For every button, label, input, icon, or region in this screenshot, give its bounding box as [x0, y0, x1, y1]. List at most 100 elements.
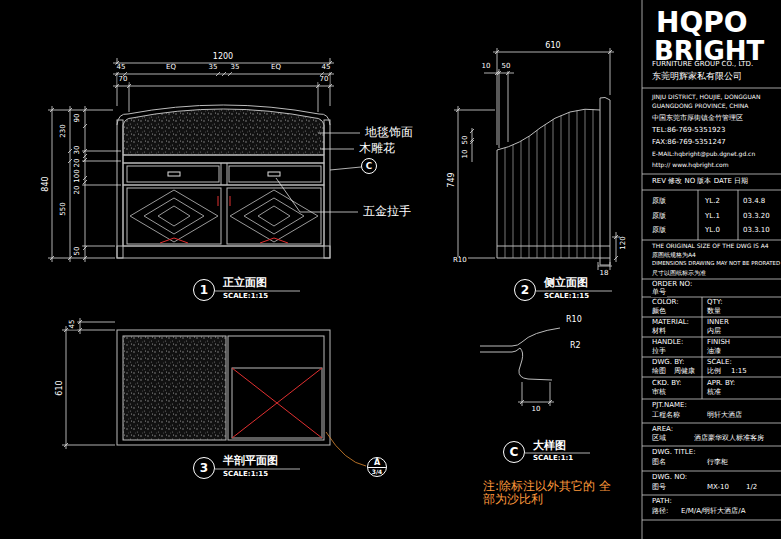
title-block-text: ORDER NO: [651, 281, 693, 289]
dimension-text: 749 [448, 171, 457, 188]
title-block-text: 油漆 [706, 348, 722, 356]
title-block-text: AREA: [651, 426, 674, 434]
callout-bubble: A3/4 [367, 457, 387, 477]
scale-text: SCALE:1:15 [543, 293, 590, 301]
dimension-text: 20 [74, 158, 82, 169]
title-block-text: 比例 [706, 368, 722, 376]
title-block-text: 图名 [651, 459, 667, 467]
title-block-text: 核准 [706, 389, 722, 397]
title-block-text: 内层 [706, 328, 722, 336]
dimension-text: 70 [319, 76, 330, 84]
callout-number: 2 [515, 284, 535, 296]
title-block-text: HANDLE: [651, 339, 684, 347]
side-elevation [497, 97, 610, 265]
callout-bubble: 3 [193, 457, 215, 479]
title-block-text: YL.2 [704, 198, 721, 206]
callout-label: 地毯饰面 [364, 126, 414, 139]
title-block-text: 图号 [651, 484, 667, 492]
scale-text: SCALE:1:1 [532, 455, 574, 463]
dimension-text: 45 [321, 64, 332, 72]
title-block-text: 区域 [651, 435, 667, 443]
title-block-text: THE ORIGINAL SIZE OF THE DWG IS A4 [651, 243, 770, 250]
title-block-text: http:// www.hqbright.com [651, 162, 730, 169]
title-block-text: 03.4.8 [742, 198, 766, 206]
note-text: 注:除标注以外其它的 全部为沙比利 [482, 480, 612, 506]
title-block-text: 周健康 [673, 368, 696, 376]
callout-bubble: C [503, 441, 525, 463]
view-title: 正立面图 [222, 277, 268, 289]
title-block-text: DWG. TITLE: [651, 449, 696, 457]
dimension-text: 50 [74, 246, 82, 257]
title-block-text: FINISH [706, 339, 731, 347]
scale-text: SCALE:1:15 [222, 471, 269, 479]
dimension-text: 610 [56, 379, 65, 396]
title-block-text: 尺寸以图纸标示为准 [651, 270, 707, 277]
title-block-text: E-MAIL:hqbright@pub.dgnet.gd.cn [651, 151, 756, 158]
dimension-text: 18 [599, 270, 610, 278]
dimension-text: 90 [74, 113, 82, 124]
dimension-text: 20 [74, 185, 82, 196]
view-title: 大样图 [532, 440, 567, 452]
dimension-text: 45 [116, 64, 127, 72]
title-block-text: 单号 [651, 289, 667, 297]
title-block-text: DWG. BY: [651, 359, 685, 367]
title-block-text: 原版 [651, 213, 667, 221]
title-block-text: 中国东莞市厚街镇金竹管理区 [651, 115, 744, 123]
callout-bubble: C [361, 158, 377, 174]
dimension-text: 1200 [212, 53, 234, 62]
title-block-text: 材料 [651, 328, 667, 336]
title-block-text: QTY: [706, 299, 724, 307]
callout-label: 木雕花 [358, 142, 396, 155]
callout-number: 1 [194, 284, 214, 296]
dimension-text: 70 [118, 76, 129, 84]
dimension-text: EQ [165, 64, 177, 72]
title-block-text: 绘图 [651, 368, 667, 376]
title-block-text: FURNITURE GROUP CO., LTD. [651, 61, 754, 69]
dimension-text: 550 [60, 201, 68, 216]
view-title: 侧立面图 [543, 277, 589, 289]
dimension-text: 45 [69, 319, 77, 330]
dimension-text: 50 [462, 135, 470, 146]
title-block-text: 原版 [651, 198, 667, 206]
title-block-text: PJT.NAME: [651, 402, 688, 410]
title-block-text: APR. BY: [706, 380, 736, 388]
title-block-text: 路径: [651, 508, 669, 516]
title-block-text: 1:15 [730, 368, 748, 376]
dimension-text: 230 [60, 123, 68, 138]
title-block-text: 颜色 [651, 308, 667, 316]
title-block-text: 行李柜 [706, 459, 729, 467]
title-block-text: 拉手 [651, 348, 667, 356]
dimension-text: 10 [531, 406, 542, 414]
dimension-lines [48, 48, 620, 449]
dimension-text: 35 [230, 64, 241, 72]
logo-text: HQPO [655, 8, 749, 39]
title-block-frame [642, 0, 781, 539]
dimension-text: 30 [74, 145, 82, 156]
dimension-text: 10 [462, 149, 470, 160]
callout-number: 3/4 [368, 467, 386, 475]
title-block-text: FAX:86-769-5351247 [651, 139, 727, 147]
dimension-text: 610 [544, 42, 561, 51]
title-block-text: COLOR: [651, 299, 680, 307]
title-block-text: 工程名称 [651, 412, 681, 420]
dimension-text: 100 [74, 168, 82, 183]
callout-number: C [362, 162, 376, 171]
dimension-text: R2 [569, 342, 582, 351]
title-block-text: 1/2 [745, 484, 758, 492]
title-block-text: TEL:86-769-5351923 [651, 127, 726, 135]
half-section-plan [117, 330, 330, 445]
title-block-text: 03.3.20 [742, 213, 771, 221]
callout-number: A [368, 459, 386, 467]
title-block-text: YL.0 [704, 227, 721, 235]
scale-text: SCALE:1:15 [222, 293, 269, 301]
dimension-text: 120 [620, 235, 628, 250]
title-block-text: 审核 [651, 389, 667, 397]
dimension-text: EQ [270, 64, 282, 72]
view-title: 半剖平面图 [222, 455, 279, 467]
title-block-text: 东莞明辉家私有限公司 [651, 72, 743, 82]
title-block-text: GUANGDONG PROVINCE, CHINA [651, 103, 749, 110]
dimension-text: 35 [208, 64, 219, 72]
dimension-text: R10 [565, 316, 583, 325]
leader-lines [215, 133, 612, 469]
